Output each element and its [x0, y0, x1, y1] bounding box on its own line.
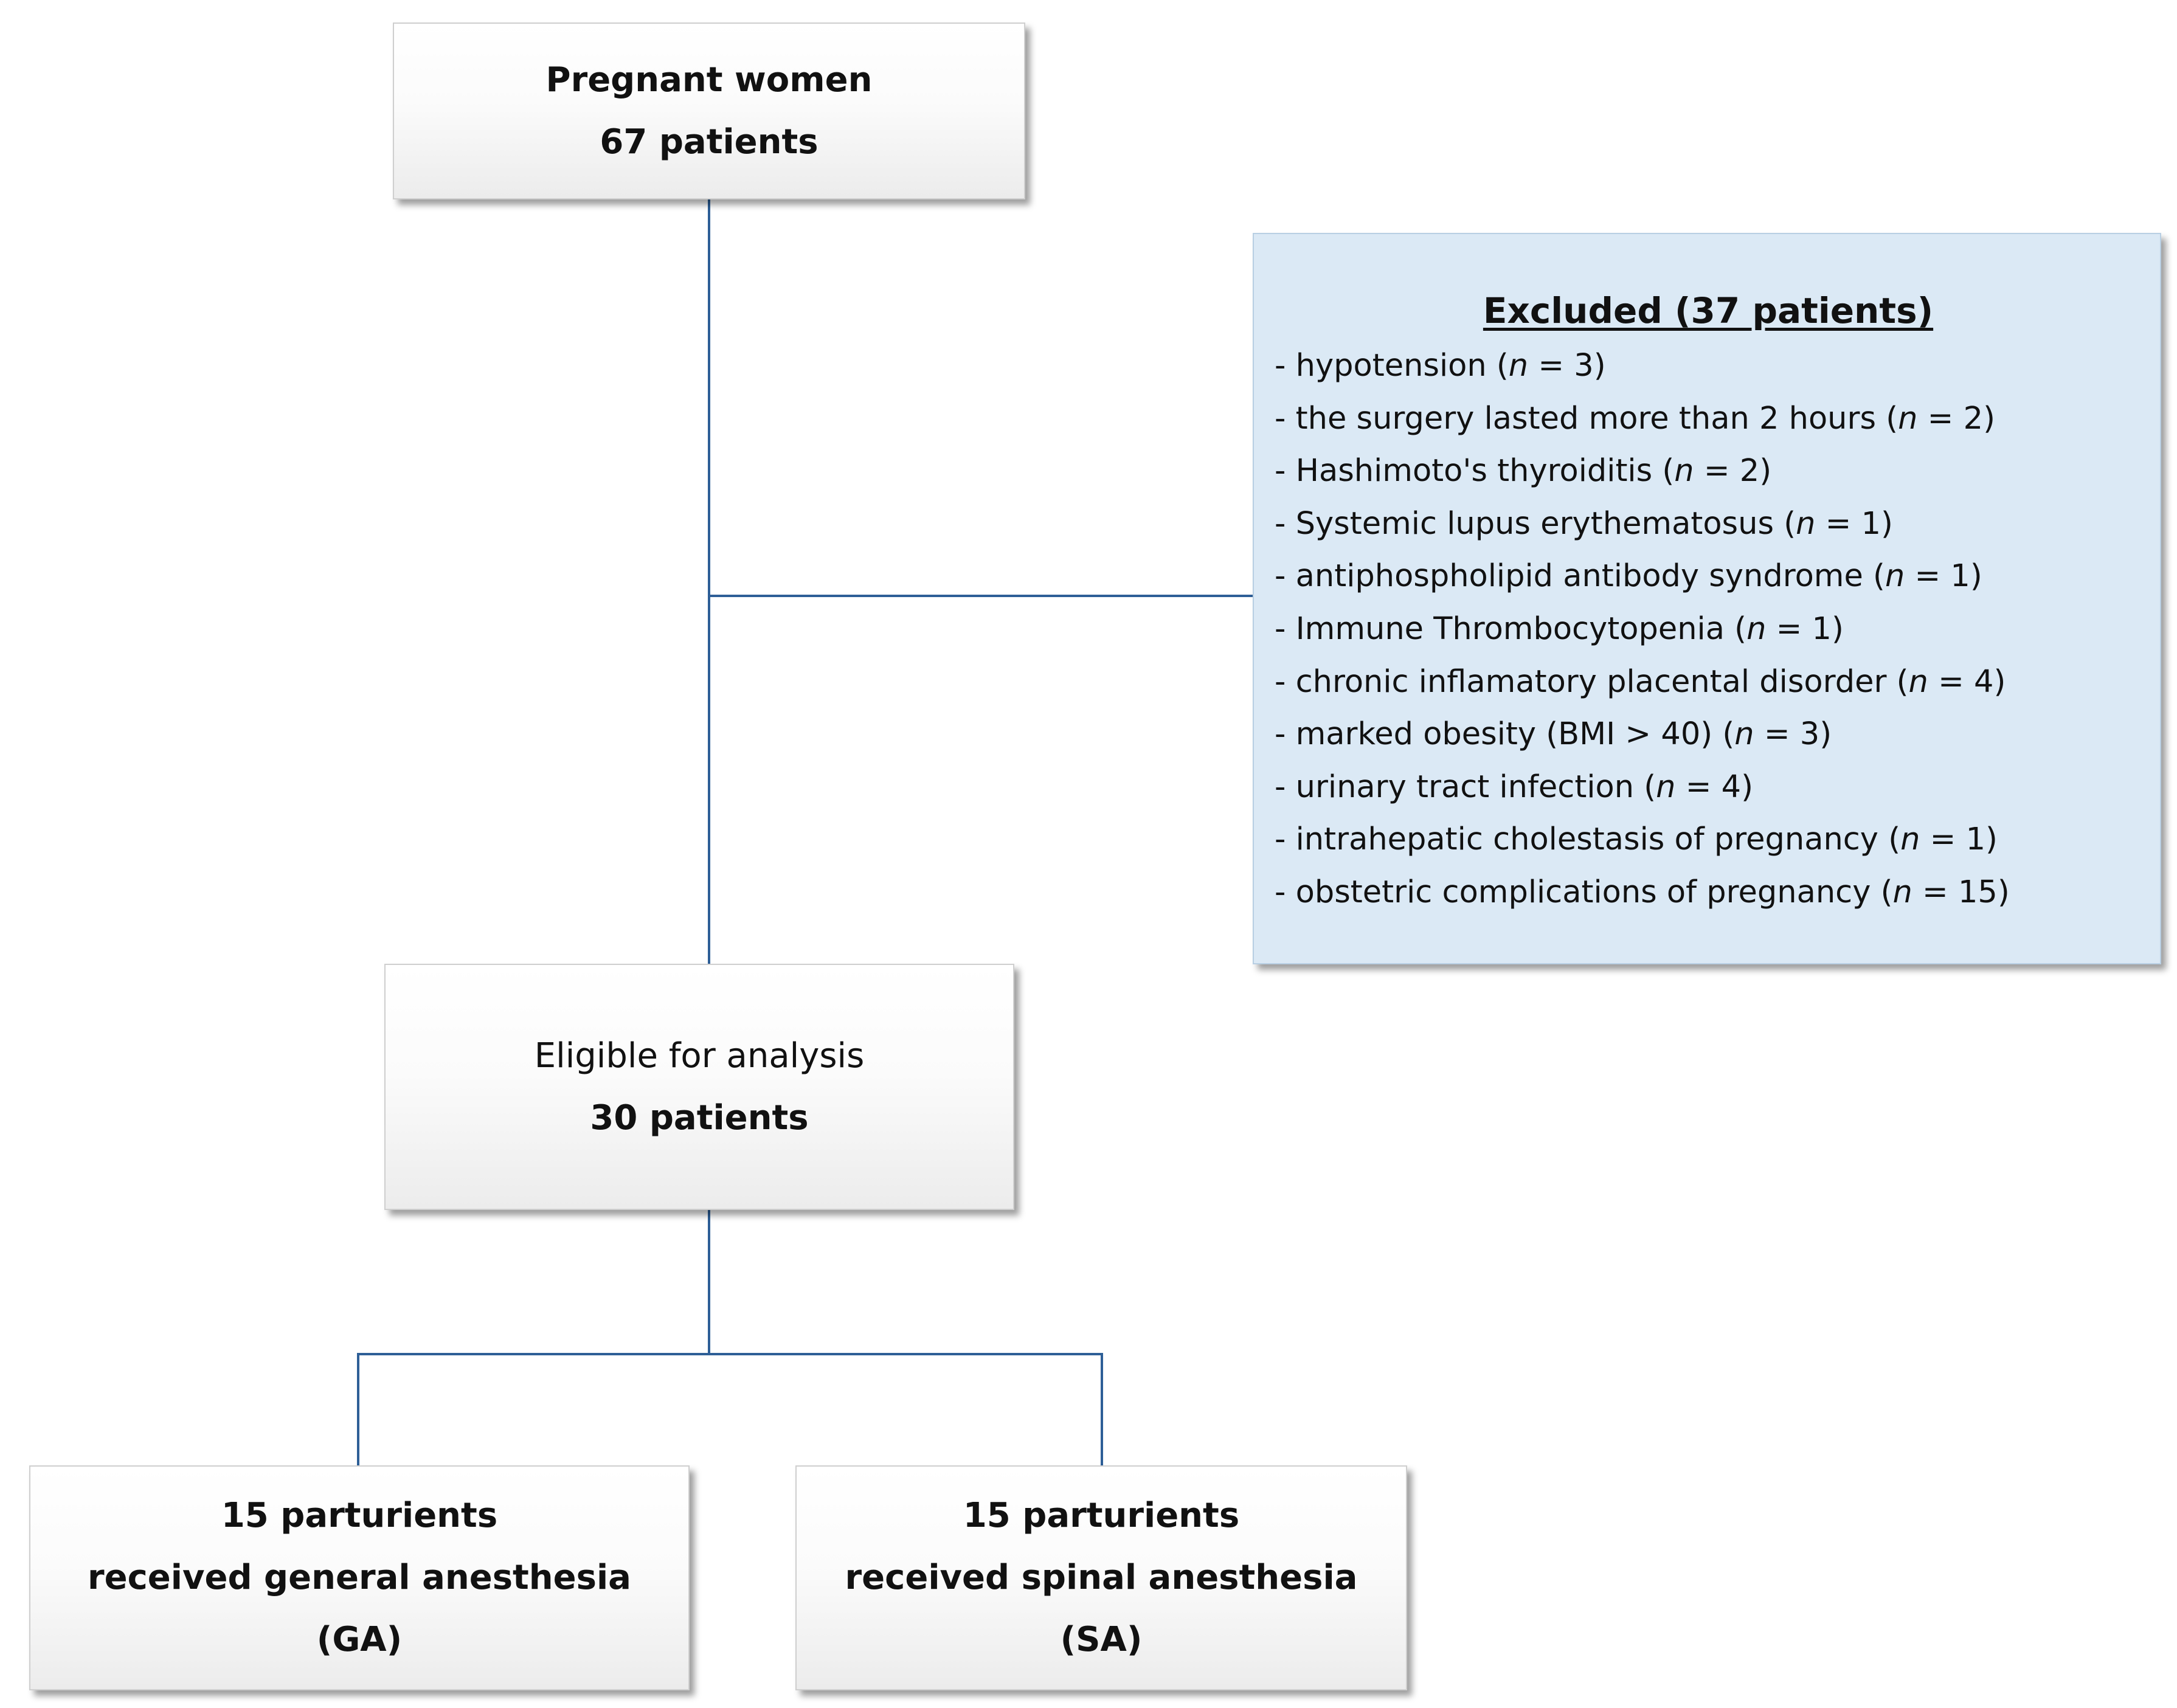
exclusion-n-symbol: n	[1796, 505, 1816, 542]
exclusion-item: - chronic inflamatory placental disorder…	[1275, 656, 2160, 709]
exclusion-n-symbol: n	[1908, 663, 1928, 700]
sa-description: received spinal anesthesia	[845, 1558, 1358, 1597]
exclusion-n-symbol: n	[1885, 558, 1905, 595]
exclusion-reason: antiphospholipid antibody syndrome (	[1295, 558, 1885, 595]
exclusion-reason: the surgery lasted more than 2 hours (	[1295, 400, 1898, 437]
excluded-title: Excluded (37 patients)	[1483, 290, 1934, 331]
ga-abbreviation: (GA)	[316, 1620, 403, 1659]
exclusion-dash: -	[1275, 769, 1296, 805]
exclusion-count: = 2)	[1694, 453, 1772, 489]
exclusion-dash: -	[1275, 663, 1296, 700]
exclusion-dash: -	[1275, 821, 1296, 858]
exclusion-item: - obstetric complications of pregnancy (…	[1275, 866, 2160, 919]
exclusion-reason: Immune Thrombocytopenia (	[1295, 610, 1747, 647]
exclusion-list: - hypotension (n = 3)- the surgery laste…	[1275, 340, 2160, 919]
exclusion-reason: marked obesity (BMI > 40) (	[1295, 716, 1735, 753]
pregnant-women-count: 67 patients	[600, 122, 819, 162]
exclusion-count: = 4)	[1928, 663, 2006, 700]
general-anesthesia-box: 15 parturients received general anesthes…	[29, 1465, 690, 1690]
exclusion-dash: -	[1275, 716, 1296, 753]
exclusion-reason: obstetric complications of pregnancy (	[1295, 874, 1893, 910]
exclusion-reason: chronic inflamatory placental disorder (	[1295, 663, 1909, 700]
exclusion-item: - antiphospholipid antibody syndrome (n …	[1275, 550, 2160, 603]
exclusion-item: - the surgery lasted more than 2 hours (…	[1275, 393, 2160, 446]
exclusion-count: = 4)	[1675, 769, 1753, 805]
sa-count: 15 parturients	[963, 1496, 1240, 1535]
exclusion-count: = 2)	[1917, 400, 1995, 437]
exclusion-dash: -	[1275, 348, 1296, 384]
exclusion-dash: -	[1275, 453, 1296, 489]
exclusion-count: = 1)	[1920, 821, 1998, 858]
exclusion-reason: intrahepatic cholestasis of pregnancy (	[1295, 821, 1901, 858]
exclusion-count: = 15)	[1912, 874, 2010, 910]
exclusion-n-symbol: n	[1746, 610, 1767, 647]
eligible-box: Eligible for analysis 30 patients	[384, 964, 1014, 1210]
exclusion-n-symbol: n	[1674, 453, 1694, 489]
pregnant-women-box: Pregnant women 67 patients	[393, 22, 1025, 199]
exclusion-dash: -	[1275, 505, 1296, 542]
exclusion-reason: Systemic lupus erythematosus (	[1295, 505, 1796, 542]
pregnant-women-label: Pregnant women	[545, 60, 873, 100]
exclusion-count: = 3)	[1754, 716, 1832, 753]
excluded-box: Excluded (37 patients) - hypotension (n …	[1253, 233, 2161, 964]
exclusion-n-symbol: n	[1656, 769, 1676, 805]
eligible-label: Eligible for analysis	[534, 1036, 865, 1076]
exclusion-item: - Hashimoto's thyroiditis (n = 2)	[1275, 445, 2160, 498]
exclusion-dash: -	[1275, 400, 1296, 437]
exclusion-n-symbol: n	[1900, 821, 1920, 858]
exclusion-reason: Hashimoto's thyroiditis (	[1295, 453, 1675, 489]
exclusion-item: - intrahepatic cholestasis of pregnancy …	[1275, 814, 2160, 866]
exclusion-n-symbol: n	[1508, 348, 1529, 384]
exclusion-n-symbol: n	[1734, 716, 1754, 753]
exclusion-count: = 1)	[1815, 505, 1893, 542]
exclusion-count: = 1)	[1905, 558, 1982, 595]
exclusion-item: - marked obesity (BMI > 40) (n = 3)	[1275, 708, 2160, 761]
exclusion-n-symbol: n	[1898, 400, 1918, 437]
exclusion-item: - hypotension (n = 3)	[1275, 340, 2160, 393]
exclusion-dash: -	[1275, 558, 1296, 595]
eligible-count: 30 patients	[590, 1098, 809, 1138]
sa-abbreviation: (SA)	[1060, 1620, 1143, 1659]
ga-count: 15 parturients	[221, 1496, 498, 1535]
exclusion-count: = 1)	[1766, 610, 1844, 647]
exclusion-dash: -	[1275, 874, 1296, 910]
exclusion-item: - Immune Thrombocytopenia (n = 1)	[1275, 603, 2160, 656]
exclusion-item: - urinary tract infection (n = 4)	[1275, 761, 2160, 814]
ga-description: received general anesthesia	[88, 1558, 631, 1597]
exclusion-reason: hypotension (	[1295, 348, 1509, 384]
exclusion-count: = 3)	[1528, 348, 1606, 384]
exclusion-item: - Systemic lupus erythematosus (n = 1)	[1275, 498, 2160, 551]
exclusion-reason: urinary tract infection (	[1295, 769, 1656, 805]
exclusion-n-symbol: n	[1892, 874, 1912, 910]
spinal-anesthesia-box: 15 parturients received spinal anesthesi…	[795, 1465, 1407, 1690]
exclusion-dash: -	[1275, 610, 1296, 647]
